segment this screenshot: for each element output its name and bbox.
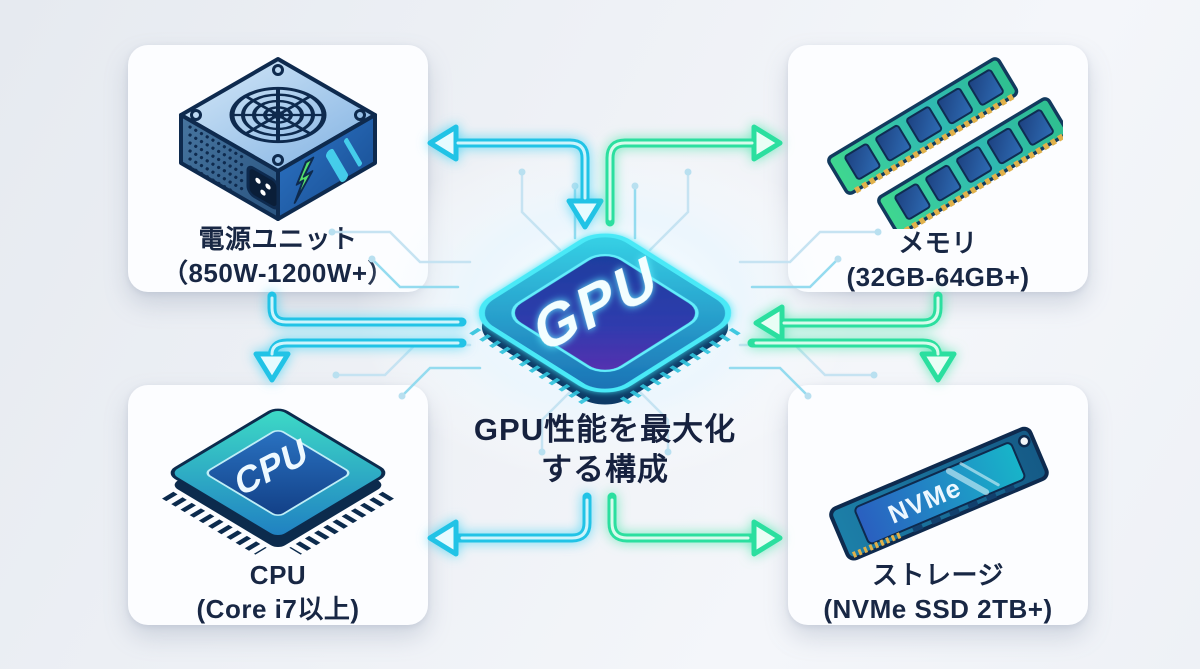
psu-spec: （850W-1200W+） xyxy=(161,257,395,288)
cpu-spec: (Core i7以上) xyxy=(196,593,360,624)
arrowhead-to-cpu-right xyxy=(427,519,459,557)
caption-line2: する構成 xyxy=(541,451,669,487)
arrowhead-to-cpu-top xyxy=(253,351,291,383)
arrowhead-to-memory xyxy=(751,124,783,162)
arrowhead-to-storage-left xyxy=(751,519,783,557)
memory-label: メモリ (32GB-64GB+) xyxy=(847,227,1030,295)
cpu-icon: CPU xyxy=(162,408,394,555)
psu-vents xyxy=(188,125,246,193)
arrow-gpu-cpu-bottom xyxy=(453,492,592,543)
card-storage: NVMe ストレージ (NVMe SSD 2TB+) xyxy=(788,385,1088,625)
memory-spec: (32GB-64GB+) xyxy=(846,261,1030,292)
caption-line1: GPU性能を最大化 xyxy=(473,412,737,447)
arrowhead-to-gpu-top xyxy=(566,198,604,230)
cpu-label: CPU (Core i7以上) xyxy=(197,559,360,627)
green-arrows xyxy=(605,124,957,557)
storage-name: ストレージ xyxy=(872,560,1004,590)
center-caption: GPU性能を最大化 する構成 xyxy=(425,410,785,489)
storage-label: ストレージ (NVMe SSD 2TB+) xyxy=(823,559,1052,627)
ram-stick-back xyxy=(827,57,1019,195)
arrowhead-to-storage-top xyxy=(919,351,957,383)
memory-name: メモリ xyxy=(898,228,978,258)
storage-icon: NVMe xyxy=(829,426,1049,561)
storage-spec: (NVMe SSD 2TB+) xyxy=(823,593,1053,624)
psu-label: 電源ユニット （850W-1200W+） xyxy=(162,223,394,291)
gpu-chip-icon: GPU xyxy=(469,233,741,405)
psu-fan xyxy=(229,86,327,144)
card-cpu: CPU CPU (Core i7以上) xyxy=(128,385,428,625)
psu-icon xyxy=(179,57,377,221)
psu-bolt-icon xyxy=(293,156,315,204)
card-psu: 電源ユニット （850W-1200W+） xyxy=(128,45,428,292)
arrowhead-to-gpu-right xyxy=(753,304,785,342)
ram-stick-front xyxy=(877,97,1063,229)
psu-socket xyxy=(246,165,280,210)
ssd-stick: NVMe xyxy=(829,426,1049,561)
cyan-arrows xyxy=(253,124,604,557)
arrowhead-to-psu xyxy=(427,124,459,162)
cpu-name: CPU xyxy=(249,560,307,590)
arrow-gpu-storage-bottom xyxy=(607,492,757,543)
memory-icon xyxy=(827,57,1063,229)
gpu-node: GPU xyxy=(405,195,805,445)
